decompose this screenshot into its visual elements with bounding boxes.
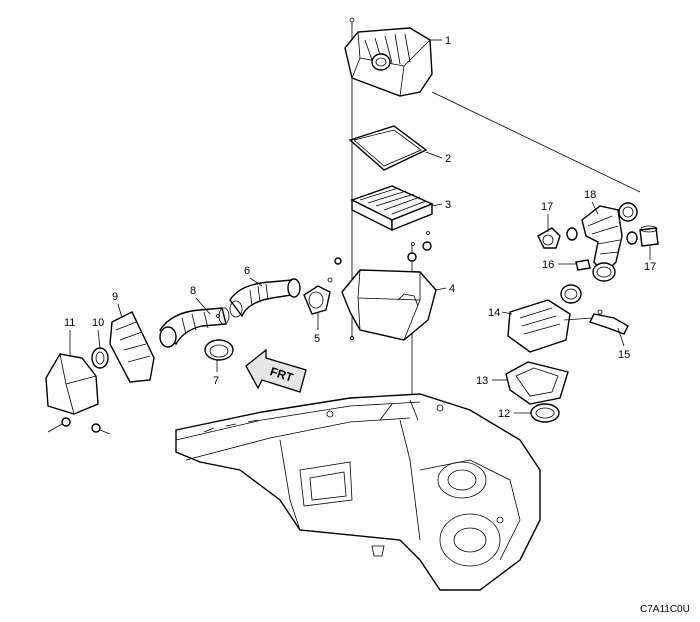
callout-9: 9 [112,291,118,303]
leader-3 [431,203,443,207]
part-filter-element [350,185,434,232]
part-intake-hose [229,278,301,318]
callout-3: 3 [445,199,451,211]
leader-6 [249,277,263,287]
assembly-guide-diagonal [431,91,641,193]
part-resonator [303,277,333,315]
figure-code: C7A11C0U [640,604,690,615]
callout-17-right: 17 [644,261,656,273]
part-cover [507,299,571,353]
leader-9 [117,303,123,319]
part-seal-12 [530,403,560,423]
callout-8: 8 [190,285,196,297]
callout-10: 10 [92,317,104,329]
part-corrugated-hose [560,202,638,304]
callout-1: 1 [445,35,451,47]
leader-2 [425,151,443,159]
callout-12: 12 [498,408,510,420]
callout-6: 6 [244,265,250,277]
part-duct [159,307,230,348]
leader-18 [591,201,599,215]
leader-4 [435,287,447,291]
part-tray [505,361,569,405]
callout-7: 7 [213,375,219,387]
front-arrow: FRT [245,348,307,393]
part-upper-housing [344,17,433,97]
callout-16: 16 [542,259,554,271]
part-pipe-right [639,225,659,247]
part-bracket [45,353,111,435]
leader-15 [617,327,625,347]
callout-13: 13 [476,375,488,387]
leader-14 [501,311,513,315]
part-elbow-left [537,227,561,249]
callout-18: 18 [584,189,596,201]
callout-14: 14 [488,307,500,319]
callout-17-left: 17 [541,201,553,213]
callout-4: 4 [449,283,455,295]
part-inlet-snorkel [109,311,155,383]
part-ring-seal [204,339,234,361]
leader-lines [69,39,651,414]
callout-2: 2 [445,153,451,165]
callout-5: 5 [314,333,320,345]
leader-8 [195,297,211,315]
callout-11: 11 [64,317,75,329]
part-lower-housing [334,231,437,341]
part-grommet [91,347,109,369]
part-gasket [348,125,428,171]
vehicle-body-structure [175,393,541,591]
leader-10 [97,329,101,349]
part-clip [575,259,591,271]
callout-labels: 1 2 3 4 5 6 7 8 9 10 11 12 13 14 15 16 1… [64,35,656,420]
callout-15: 15 [618,349,630,361]
